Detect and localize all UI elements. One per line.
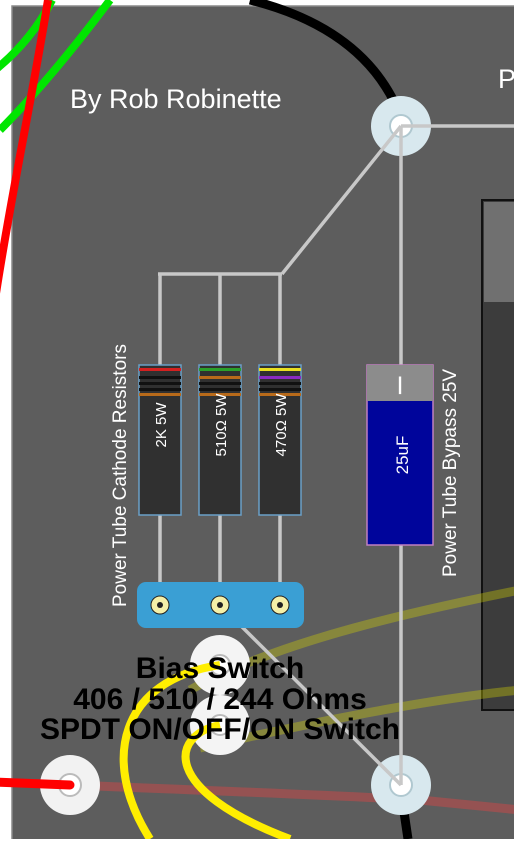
resistor-1-band-5: [139, 393, 181, 396]
resistor-1-bands: [139, 368, 181, 396]
resistor-2-value: 510Ω 5W: [213, 393, 230, 457]
resistor-3-band-2: [259, 376, 301, 379]
green-wire-2: [0, 0, 114, 133]
cathode-resistors-label: Power Tube Cathode Resistors: [110, 344, 131, 607]
resistor-3-band-5: [259, 393, 301, 396]
resistor-2-band-3: [199, 382, 241, 385]
bypass-capacitor-label: Power Tube Bypass 25V: [440, 369, 461, 577]
capacitor-polarity-band: [367, 365, 433, 401]
eyelet-1-hole: [157, 602, 163, 608]
capacitor-polarity-mark: |: [397, 374, 402, 394]
resistor-1-band-2: [139, 376, 181, 379]
resistor-3-band-4: [259, 388, 301, 391]
terminal-strip-eyelets: [150, 595, 290, 615]
resistor-2-band-1: [199, 368, 241, 371]
resistor-2-band-4: [199, 388, 241, 391]
edge-glyph: P: [498, 64, 514, 94]
capacitor-value: 25uF: [393, 436, 412, 475]
bias-switch-values: 406 / 510 / 244 Ohms: [73, 683, 367, 716]
resistor-2: 510Ω 5W: [198, 364, 242, 516]
red-wire-left: [0, 0, 52, 294]
bias-switch-title: Bias Switch: [136, 652, 304, 685]
resistor-1: 2K 5W: [138, 364, 182, 516]
resistor-2-band-5: [199, 393, 241, 396]
resistor-3-value: 470Ω 5W: [273, 393, 290, 457]
resistor-3-bands: [259, 368, 301, 396]
eyelet-3-hole: [277, 602, 283, 608]
bias-switch-label: Bias Switch 406 / 510 / 244 Ohms SPDT ON…: [40, 652, 400, 746]
author-credit: By Rob Robinette: [70, 84, 282, 114]
resistor-1-band-4: [139, 388, 181, 391]
yellow-wire-1: [119, 661, 221, 842]
resistor-1-band-1: [139, 368, 181, 371]
resistor-1-value: 2K 5W: [153, 402, 170, 448]
resistor-3-band-1: [259, 368, 301, 371]
resistor-3-band-3: [259, 382, 301, 385]
red-wire-jack: [0, 777, 75, 790]
tube-socket-top: [484, 202, 514, 302]
lead-wires: [158, 124, 514, 787]
yellow-wire-2: [181, 721, 292, 843]
resistor-3: 470Ω 5W: [258, 364, 302, 516]
resistor-2-band-2: [199, 376, 241, 379]
bias-switch-type: SPDT ON/OFF/ON Switch: [40, 713, 400, 746]
resistor-2-bands: [199, 368, 241, 396]
eyelet-2-hole: [217, 602, 223, 608]
resistor-1-band-3: [139, 382, 181, 385]
bypass-capacitor: | 25uF: [366, 364, 434, 546]
